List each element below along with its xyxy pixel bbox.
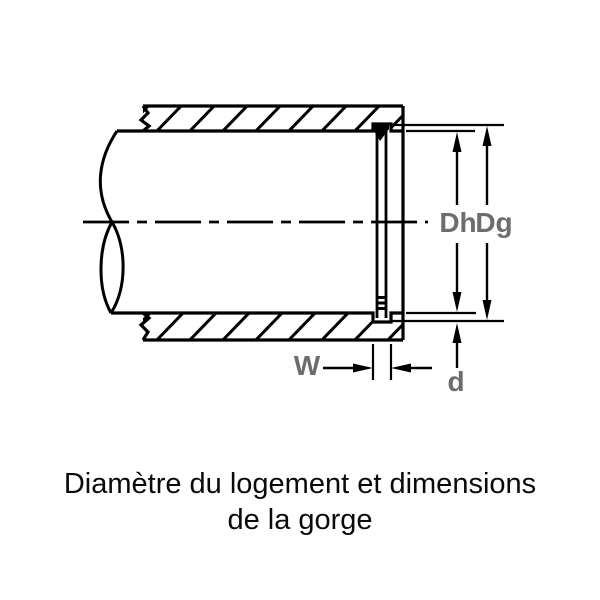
- caption-line-1: Diamètre du logement et dimensions: [63, 468, 537, 500]
- dimension-w: [323, 363, 432, 373]
- retaining-ring: [374, 123, 389, 318]
- dimension-dg: [482, 126, 492, 320]
- dimension-dh: [452, 132, 462, 312]
- ring-gap-marks: [376, 296, 387, 310]
- extension-lines: [371, 123, 504, 380]
- figure-caption: Diamètre du logement et dimensions de la…: [0, 466, 600, 538]
- label-bore-diameter: Dh: [439, 207, 477, 238]
- caption-line-2: de la gorge: [227, 504, 373, 536]
- dimension-d: [452, 323, 462, 368]
- label-groove-width: W: [293, 350, 321, 381]
- label-groove-depth: d: [447, 366, 465, 397]
- bottom-wall-outline: [111, 311, 403, 342]
- ring-section-top: [374, 123, 389, 141]
- label-groove-diameter: Dg: [475, 207, 513, 238]
